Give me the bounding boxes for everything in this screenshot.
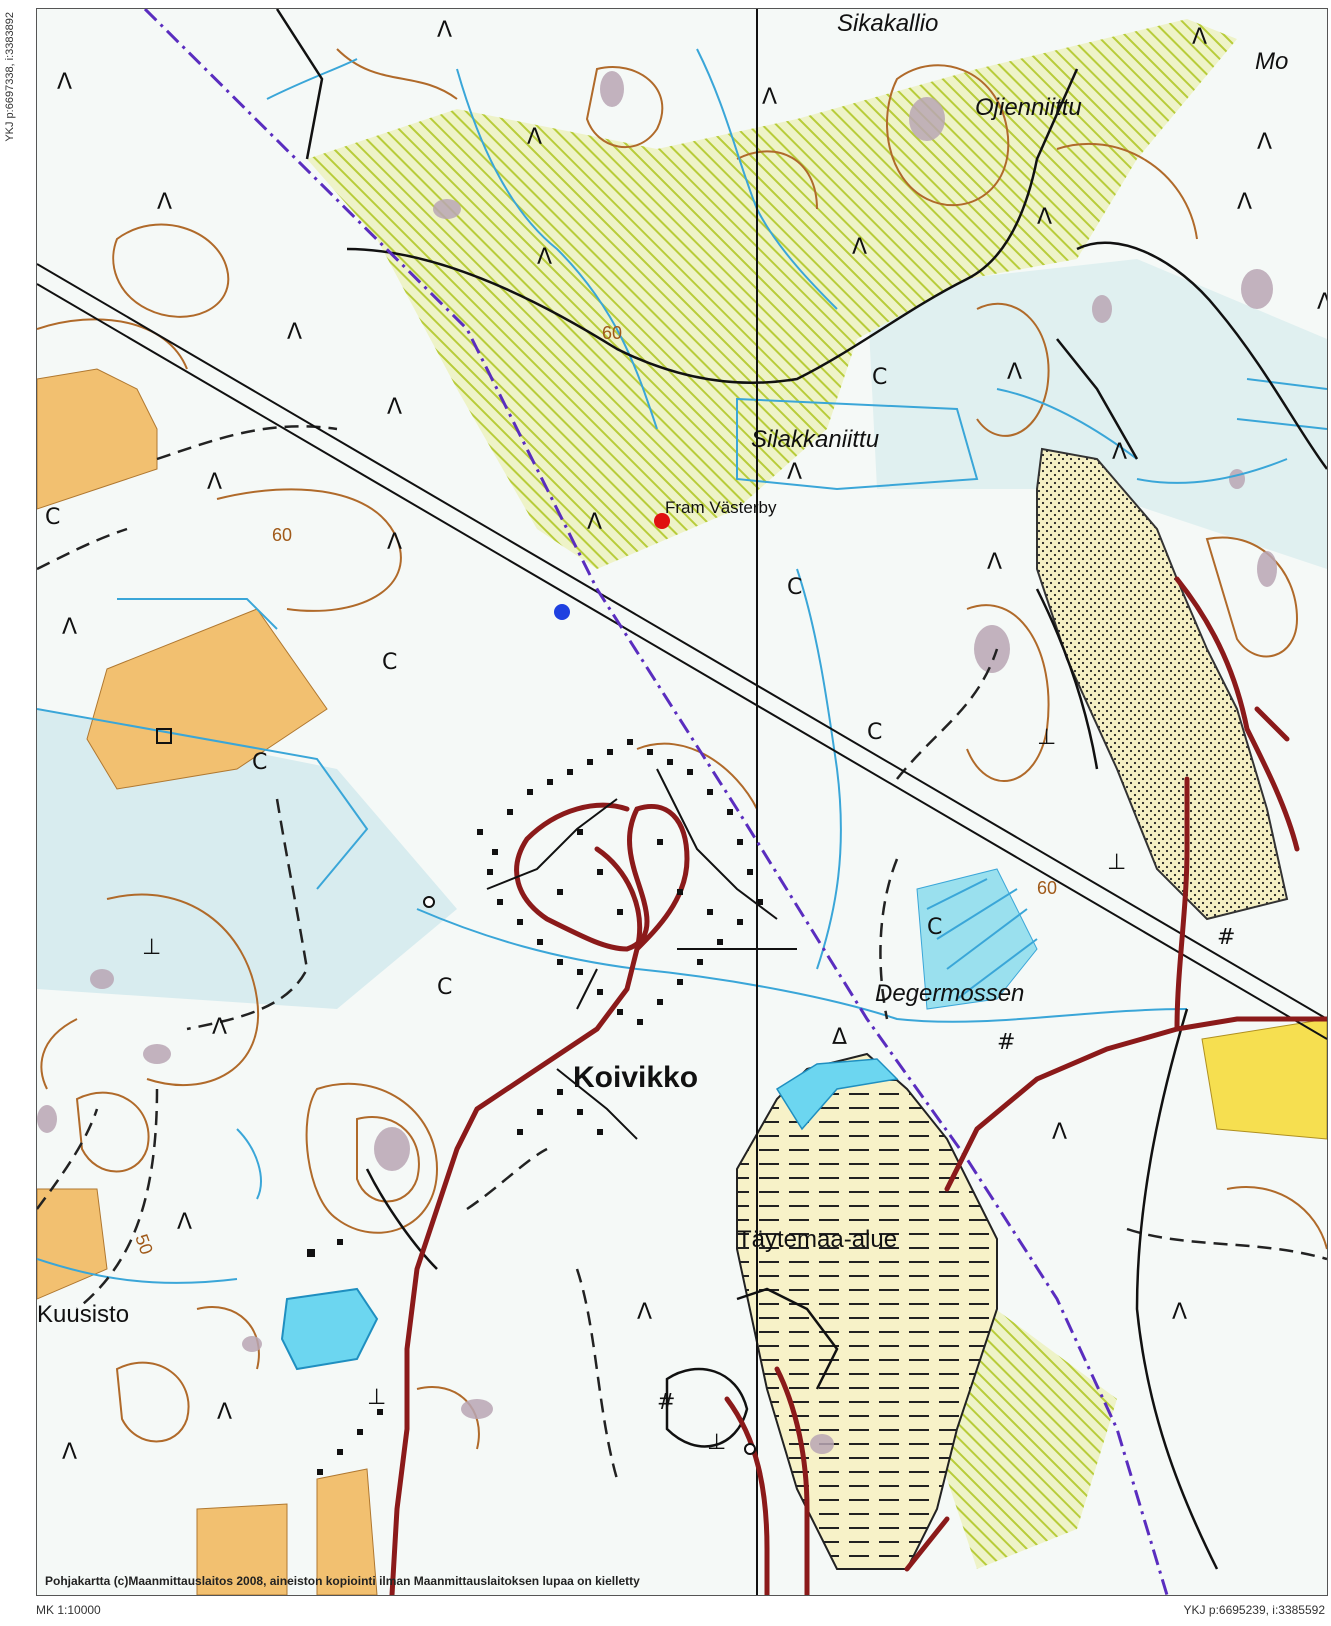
marsh-area xyxy=(307,19,1237,569)
junction-point xyxy=(423,896,435,908)
svg-text:#: # xyxy=(1217,925,1235,950)
contour-label: 60 xyxy=(272,525,292,545)
marsh-area xyxy=(937,1299,1117,1569)
field-area xyxy=(37,1188,108,1300)
svg-text:Λ: Λ xyxy=(852,235,867,260)
rock-outcrops xyxy=(37,71,1277,1454)
place-sikakallio: Sikakallio xyxy=(837,10,938,37)
main-roads xyxy=(389,576,1327,1595)
topographic-map: Λ Λ Λ Λ Λ Λ Λ Λ Λ Λ Λ Λ Λ Λ Λ Λ Λ Λ Λ Λ Λ Λ Λ Λ Λ Λ Λ Λ Λ C… xyxy=(37,9,1327,1595)
svg-text:Λ: Λ xyxy=(437,18,452,43)
village-streets xyxy=(486,768,797,1140)
pond xyxy=(280,1287,379,1371)
pond xyxy=(916,868,1038,1010)
svg-text:Λ: Λ xyxy=(537,245,552,270)
svg-text:Λ: Λ xyxy=(207,470,222,495)
svg-text:Λ: Λ xyxy=(1112,440,1127,465)
wetland-tint xyxy=(867,259,1327,569)
buildings xyxy=(156,728,763,1475)
streams xyxy=(37,48,1327,1284)
place-silakkaniittu: Silakkaniittu xyxy=(751,426,879,453)
place-ojienniittu: Ojienniittu xyxy=(975,94,1082,121)
svg-text:C: C xyxy=(867,720,882,745)
svg-text:Λ: Λ xyxy=(787,460,802,485)
place-degermossen: Degermossen xyxy=(875,980,1024,1007)
svg-text:Λ: Λ xyxy=(762,85,777,110)
svg-text:Δ: Δ xyxy=(832,1025,847,1050)
contour-label: 60 xyxy=(1037,878,1057,898)
svg-text:Λ: Λ xyxy=(1037,205,1052,230)
svg-text:C: C xyxy=(382,650,397,675)
svg-text:Λ: Λ xyxy=(217,1400,232,1425)
svg-text:C: C xyxy=(872,365,887,390)
map-copyright: Pohjakartta (c)Maanmittauslaitos 2008, a… xyxy=(45,1574,640,1588)
svg-text:C: C xyxy=(437,975,452,1000)
location-marker xyxy=(654,513,670,529)
place-mo: Mo xyxy=(1255,48,1288,75)
svg-text:#: # xyxy=(657,1390,675,1415)
svg-text:Λ: Λ xyxy=(527,125,542,150)
svg-text:Λ: Λ xyxy=(57,70,72,95)
pond xyxy=(775,1058,899,1131)
map-symbols: Λ Λ Λ Λ Λ Λ Λ Λ Λ Λ Λ Λ Λ Λ Λ Λ Λ Λ Λ Λ Λ Λ Λ Λ Λ Λ Λ Λ Λ C… xyxy=(45,18,1327,1465)
svg-text:Λ: Λ xyxy=(287,320,302,345)
survey-point xyxy=(554,604,570,620)
svg-text:Λ: Λ xyxy=(1172,1300,1187,1325)
svg-text:Λ: Λ xyxy=(177,1210,192,1235)
coordinate-bottom-right: YKJ p:6695239, i:3385592 xyxy=(1183,1603,1325,1617)
svg-text:Λ: Λ xyxy=(62,615,77,640)
field-area xyxy=(196,1503,288,1595)
map-scale: MK 1:10000 xyxy=(36,1603,101,1617)
svg-text:Λ: Λ xyxy=(387,530,402,555)
tracks xyxy=(275,9,1327,1570)
field-area xyxy=(37,368,158,510)
place-fram-vasterby: Fram Västerby xyxy=(665,498,777,517)
svg-text:Λ: Λ xyxy=(62,1440,77,1465)
svg-text:Λ: Λ xyxy=(587,510,602,535)
footpaths xyxy=(37,425,1327,1480)
svg-text:Λ: Λ xyxy=(1317,290,1327,315)
place-koivikko: Koivikko xyxy=(573,1061,698,1094)
svg-text:Λ: Λ xyxy=(387,395,402,420)
place-kuusisto: Kuusisto xyxy=(37,1301,129,1328)
place-taytemaa-alue: Täytemaa-alue xyxy=(737,1226,897,1253)
svg-text:Λ: Λ xyxy=(157,190,172,215)
junction-point xyxy=(744,1443,756,1455)
power-line xyxy=(37,263,1327,1040)
svg-text:Λ: Λ xyxy=(1052,1120,1067,1145)
map-view[interactable]: Λ Λ Λ Λ Λ Λ Λ Λ Λ Λ Λ Λ Λ Λ Λ Λ Λ Λ Λ Λ Λ Λ Λ Λ Λ Λ Λ Λ Λ C… xyxy=(36,8,1328,1596)
svg-text:Λ: Λ xyxy=(637,1300,652,1325)
svg-text:Λ: Λ xyxy=(1257,130,1272,155)
svg-text:Λ: Λ xyxy=(1007,360,1022,385)
coordinate-top-left: YKJ p:6697338, i:3383892 xyxy=(4,12,16,142)
municipal-boundary xyxy=(143,9,1169,1595)
svg-text:⊥: ⊥ xyxy=(1037,725,1056,750)
svg-text:⊥: ⊥ xyxy=(367,1385,386,1410)
svg-text:#: # xyxy=(997,1030,1015,1055)
svg-text:Λ: Λ xyxy=(212,1015,227,1040)
svg-text:⊥: ⊥ xyxy=(142,935,161,960)
field-area xyxy=(1201,1018,1327,1140)
sand-area xyxy=(1036,447,1289,921)
field-area xyxy=(316,1468,378,1595)
contour-label: 60 xyxy=(602,323,622,343)
contour-lines xyxy=(37,48,1327,1450)
svg-text:C: C xyxy=(787,575,802,600)
svg-text:Λ: Λ xyxy=(1192,25,1207,50)
svg-text:C: C xyxy=(927,915,942,940)
svg-text:⊥: ⊥ xyxy=(707,1430,726,1455)
svg-text:C: C xyxy=(45,505,60,530)
svg-text:C: C xyxy=(252,750,267,775)
svg-text:Λ: Λ xyxy=(987,550,1002,575)
svg-text:⊥: ⊥ xyxy=(1107,850,1126,875)
svg-text:Λ: Λ xyxy=(1237,190,1252,215)
